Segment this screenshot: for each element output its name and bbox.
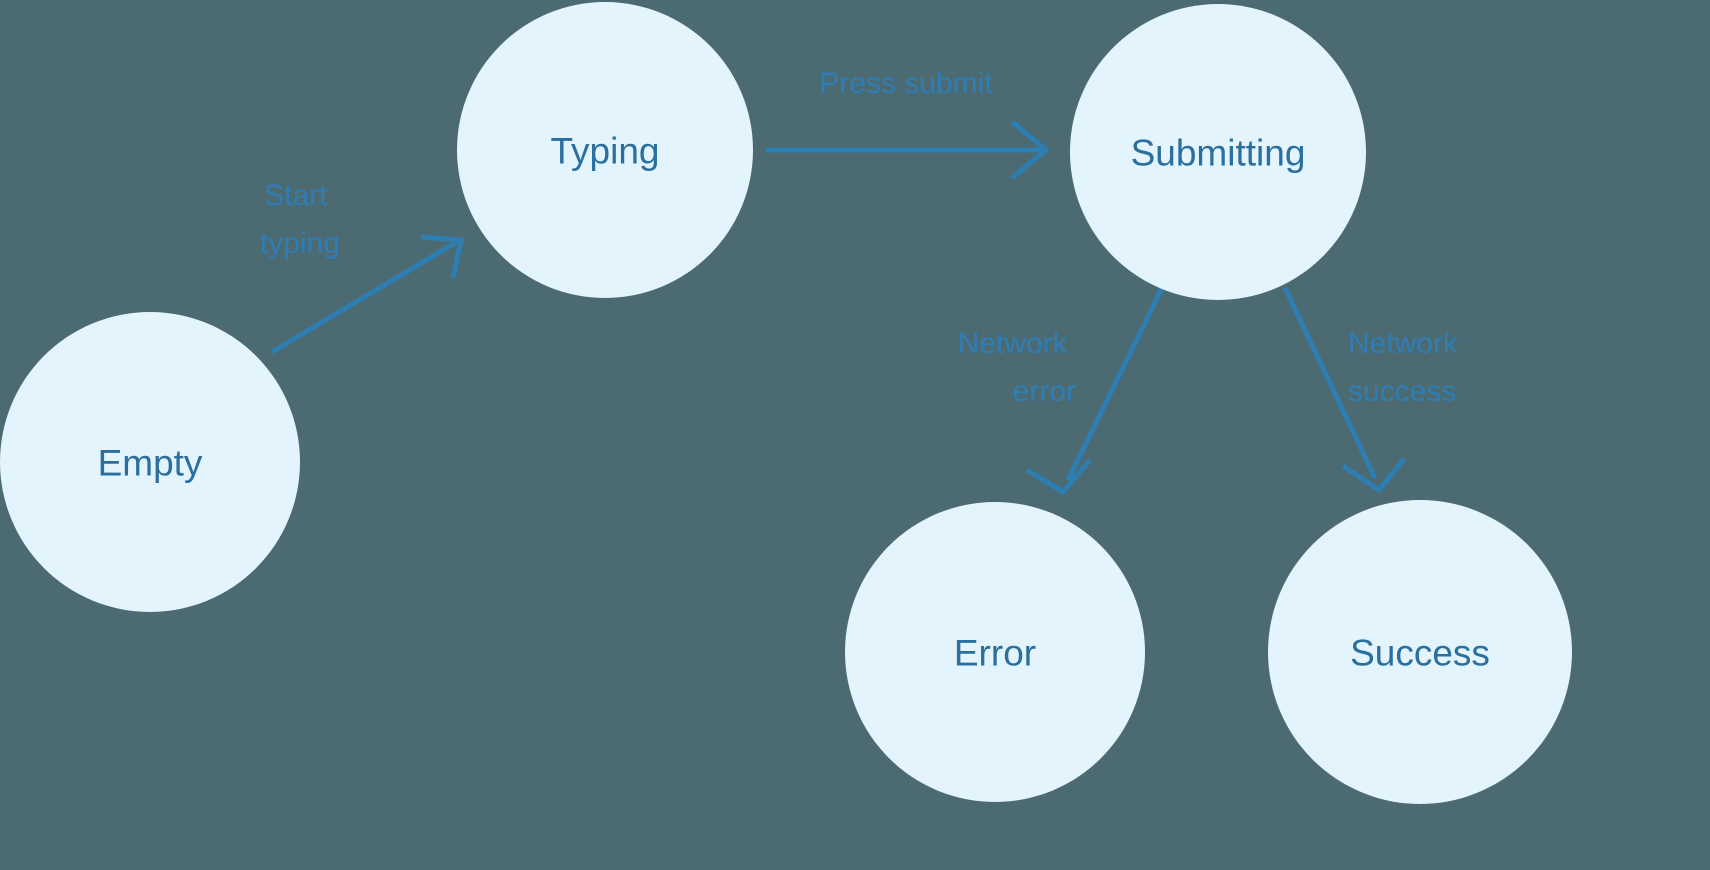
node-circle-error[interactable] xyxy=(845,502,1145,802)
node-label-empty: Empty xyxy=(98,443,203,484)
node-label-typing: Typing xyxy=(550,131,659,172)
node-circle-submitting[interactable] xyxy=(1070,4,1366,300)
arrowhead-submitting-to-error xyxy=(1025,458,1092,496)
node-label-submitting: Submitting xyxy=(1131,133,1306,174)
node-circle-success[interactable] xyxy=(1268,500,1572,804)
node-typing[interactable]: Typing xyxy=(457,2,753,298)
node-submitting[interactable]: Submitting xyxy=(1070,4,1366,300)
arrowhead-submitting-to-success xyxy=(1341,457,1406,494)
edge-submitting-to-error: Network error xyxy=(958,286,1165,496)
edge-label-submitting-to-success: Network success xyxy=(1348,327,1466,408)
edge-line-empty-to-typing xyxy=(270,240,457,355)
edge-empty-to-typing: Start typing xyxy=(260,179,465,355)
node-empty[interactable]: Empty xyxy=(0,312,300,612)
edge-submitting-to-success: Network success xyxy=(1282,286,1466,494)
node-success[interactable]: Success xyxy=(1268,500,1572,804)
edge-label-typing-to-submitting: Press submit xyxy=(819,67,993,100)
edge-label-empty-to-typing: Start typing xyxy=(260,179,340,260)
arrowhead-empty-to-typing xyxy=(420,234,465,279)
node-error[interactable]: Error xyxy=(845,502,1145,802)
arrowhead-typing-to-submitting xyxy=(1010,120,1050,180)
edge-label-submitting-to-error: Network error xyxy=(958,327,1076,408)
node-label-success: Success xyxy=(1350,633,1490,674)
edge-line-submitting-to-error xyxy=(1065,286,1165,482)
node-label-error: Error xyxy=(954,633,1036,674)
edge-typing-to-submitting: Press submit xyxy=(766,67,1050,180)
edge-line-submitting-to-success xyxy=(1282,286,1378,480)
node-circle-typing[interactable] xyxy=(457,2,753,298)
node-circle-empty[interactable] xyxy=(0,312,300,612)
